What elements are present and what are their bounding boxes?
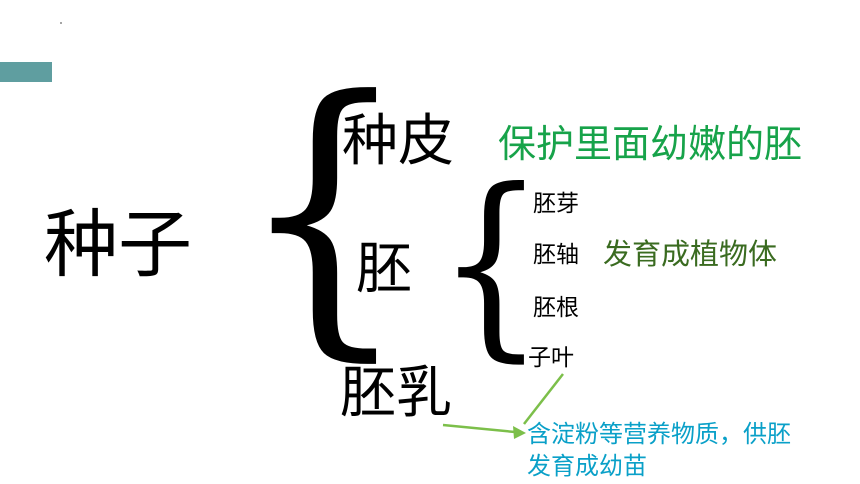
embryo-label: 胚 xyxy=(356,237,412,302)
embryo-part-cotyledon: 子叶 xyxy=(528,345,574,371)
seed-coat-label: 种皮 xyxy=(342,109,454,174)
arrow-endosperm-to-note xyxy=(442,423,516,434)
endosperm-note-line-2: 发育成幼苗 xyxy=(527,452,647,481)
embryo-part-hypocotyl: 胚轴 xyxy=(533,242,579,268)
seed-title: 种子 xyxy=(44,202,192,288)
seed-coat-note: 保护里面幼嫩的胚 xyxy=(498,122,803,166)
arrowhead-icon xyxy=(513,426,526,439)
accent-bar xyxy=(0,62,52,82)
arrow-cotyledon-to-note xyxy=(523,373,564,425)
outer-brace: { xyxy=(238,37,410,386)
endosperm-note: 含淀粉等营养物质，供胚 发育成幼苗 xyxy=(527,418,857,483)
endosperm-label: 胚乳 xyxy=(340,361,452,426)
embryo-note: 发育成植物体 xyxy=(603,237,778,271)
embryo-part-plumule: 胚芽 xyxy=(533,191,579,217)
embryo-part-radicle: 胚根 xyxy=(533,295,579,321)
endosperm-note-line-1: 含淀粉等营养物质，供胚 xyxy=(527,420,791,448)
decorative-dot xyxy=(60,22,62,24)
inner-brace: { xyxy=(437,147,546,380)
